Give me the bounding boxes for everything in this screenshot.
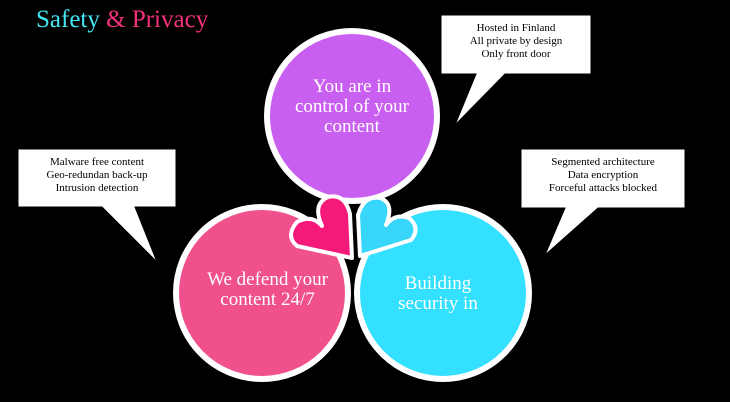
heart-icon-pink [289,194,354,260]
callout-right-line: Segmented architecture [551,156,655,168]
callout-right-line: Forceful attacks blocked [548,182,658,194]
circle-left-text: We defend your content 24/7 [195,270,340,310]
callout-right-box [520,148,686,256]
circle-right-line: Building [404,273,472,294]
callout-left-text: Malware free content Geo-redundan back-u… [18,156,176,195]
heart-icon-cyan [356,195,418,258]
callout-left-box [17,148,177,263]
circle-right-text: Building security in [378,274,498,314]
circle-right-line: security in [398,293,478,314]
callout-left-line: Intrusion detection [55,182,139,194]
circle-left [173,204,351,382]
circle-left-line: We defend your [207,269,328,290]
callout-right-line: Data encryption [567,169,639,181]
circle-right [354,204,532,382]
callout-top-line: All private by design [469,35,563,47]
callout-left-line: Malware free content [49,156,145,168]
callout-top-box [440,14,592,126]
circle-left-line: content 24/7 [220,289,315,310]
circle-top-line: content [324,116,380,137]
title-safety: Safety [36,6,100,33]
circle-top-line: You are in [312,76,392,97]
title-ampersand: & [106,6,126,33]
callout-top-line: Hosted in Finland [476,22,556,34]
page-title: Safety & Privacy [36,6,208,34]
callout-right-text: Segmented architecture Data encryption F… [521,156,685,195]
title-privacy: Privacy [131,6,209,33]
callout-top-line: Only front door [481,48,551,60]
circle-top [264,28,440,204]
callout-left-line: Geo-redundan back-up [46,169,148,181]
circle-top-text: You are in control of your content [277,77,427,137]
circle-top-line: control of your [295,96,409,117]
callout-top-text: Hosted in Finland All private by design … [441,22,591,61]
